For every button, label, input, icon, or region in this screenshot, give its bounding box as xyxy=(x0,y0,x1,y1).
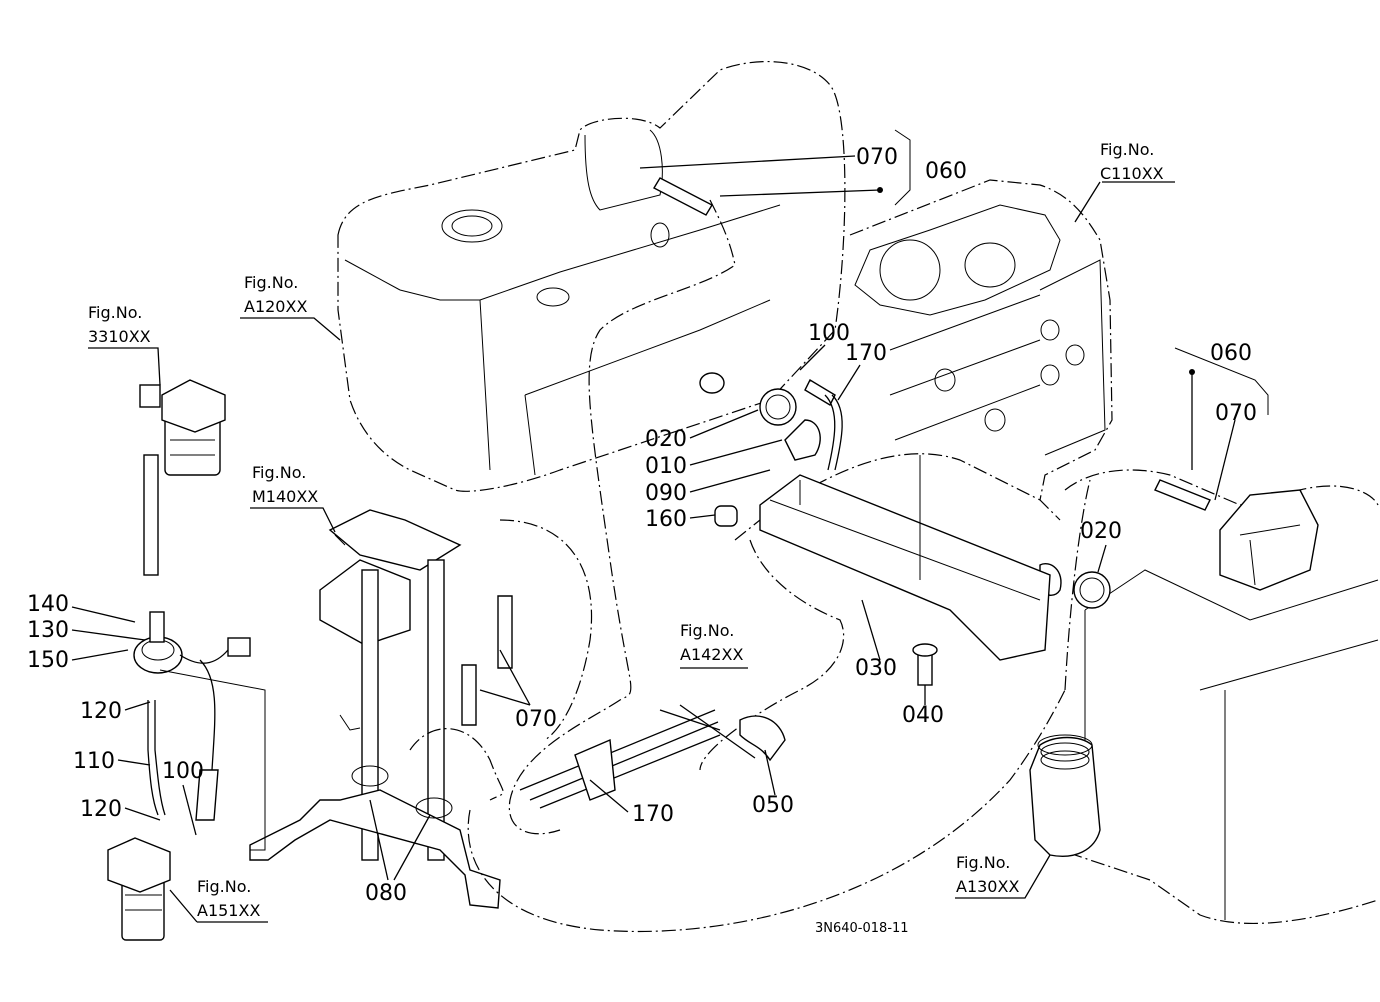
callout-020: 020 xyxy=(1080,519,1122,544)
fuel-tank-upper xyxy=(337,61,846,492)
return-hose xyxy=(824,394,843,471)
fig-prefix: Fig.No. xyxy=(88,303,142,322)
callout-050: 050 xyxy=(752,793,794,818)
fig-prefix: Fig.No. xyxy=(680,621,734,640)
fig-ref-a130: Fig.No. A130XX xyxy=(956,853,1019,896)
callout-060: 060 xyxy=(925,159,967,184)
callout-110: 110 xyxy=(73,749,115,774)
callout-120: 120 xyxy=(80,797,122,822)
fig-code: A120XX xyxy=(244,297,307,316)
fig-code: A130XX xyxy=(956,877,1019,896)
fig-ref-a142: Fig.No. A142XX xyxy=(680,621,743,664)
callout-070: 070 xyxy=(1215,401,1257,426)
callout-010: 010 xyxy=(645,454,687,479)
callout-100: 100 xyxy=(162,759,204,784)
fig-prefix: Fig.No. xyxy=(1100,140,1154,159)
callout-040: 040 xyxy=(902,703,944,728)
fig-code: M140XX xyxy=(252,487,318,506)
fuel-filter-bottom xyxy=(107,837,171,941)
fig-code: A142XX xyxy=(680,645,743,664)
hose-bundle xyxy=(351,709,721,819)
fig-prefix: Fig.No. xyxy=(197,877,251,896)
callout-070: 070 xyxy=(515,707,557,732)
callout-090: 090 xyxy=(645,481,687,506)
callout-140: 140 xyxy=(27,592,69,617)
fuel-filter-top xyxy=(139,379,226,476)
leader-lines xyxy=(71,129,1269,923)
fig-ref-3310: Fig.No. 3310XX xyxy=(88,303,151,346)
callout-130: 130 xyxy=(27,618,69,643)
callout-060: 060 xyxy=(1210,341,1252,366)
fig-prefix: Fig.No. xyxy=(956,853,1010,872)
callout-070: 070 xyxy=(856,145,898,170)
callout-030: 030 xyxy=(855,656,897,681)
mounting-channel xyxy=(759,455,1051,686)
fig-code: 3310XX xyxy=(88,327,151,346)
part-callouts: 070 060 100 170 020 010 090 160 060 070 … xyxy=(27,145,1257,906)
fig-ref-c110: Fig.No. C110XX xyxy=(1100,140,1164,183)
transmission-case xyxy=(849,179,1113,501)
callout-170: 170 xyxy=(632,802,674,827)
fuel-tank-lower xyxy=(1029,469,1379,925)
fuel-hose-routing xyxy=(143,199,1091,933)
callout-160: 160 xyxy=(645,507,687,532)
fig-code: A151XX xyxy=(197,901,260,920)
mounting-frame xyxy=(249,509,501,909)
fig-prefix: Fig.No. xyxy=(244,273,298,292)
callout-020: 020 xyxy=(645,427,687,452)
fig-prefix: Fig.No. xyxy=(252,463,306,482)
drawing-code: 3N640-018-11 xyxy=(815,921,909,936)
callout-120: 120 xyxy=(80,699,122,724)
callout-170: 170 xyxy=(845,341,887,366)
fig-ref-a151: Fig.No. A151XX xyxy=(197,877,260,920)
callout-100: 100 xyxy=(808,321,850,346)
fig-ref-m140: Fig.No. M140XX xyxy=(252,463,318,506)
fuel-pump xyxy=(133,611,251,674)
hose-clamps-and-fittings xyxy=(195,177,1211,821)
fig-code: C110XX xyxy=(1100,164,1164,183)
callout-080: 080 xyxy=(365,881,407,906)
fig-ref-a120: Fig.No. A120XX xyxy=(244,273,307,316)
callout-150: 150 xyxy=(27,648,69,673)
